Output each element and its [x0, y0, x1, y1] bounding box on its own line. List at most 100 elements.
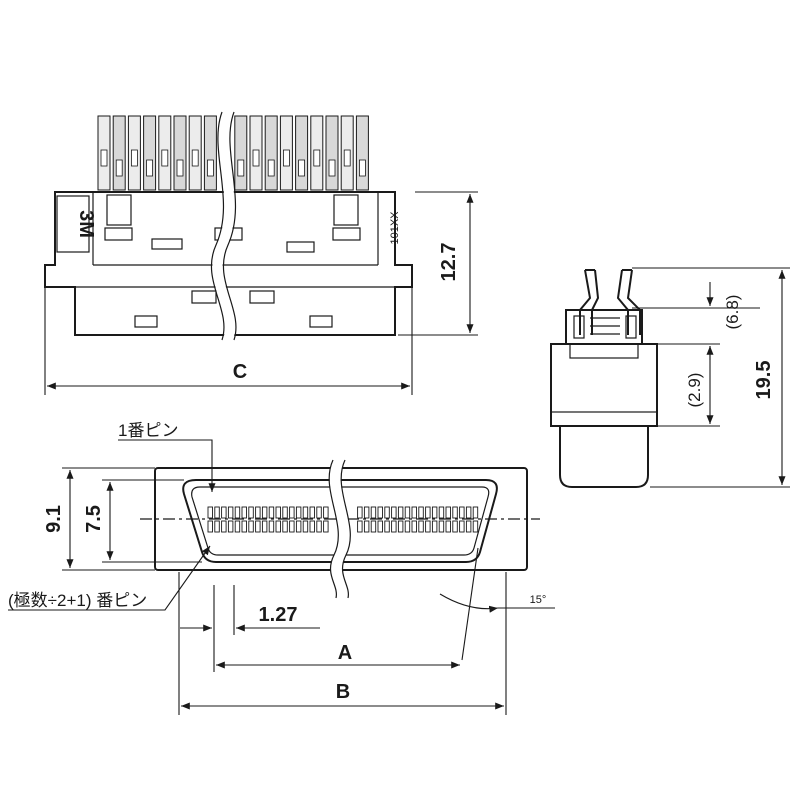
contact-pin — [411, 506, 417, 519]
contact-pin — [309, 506, 315, 519]
contact-pin — [370, 506, 377, 519]
contact-pin — [309, 520, 315, 533]
contact-pin — [425, 506, 431, 519]
contact-comb — [97, 115, 369, 191]
contact-pin — [465, 520, 472, 533]
dim-side-lower: (2.9) — [685, 373, 704, 408]
contact-pin — [282, 506, 288, 519]
contact-pin — [418, 520, 424, 533]
contact-tine — [143, 115, 157, 191]
contact-pin — [241, 506, 247, 519]
contact-pin — [261, 506, 268, 519]
contact-pin — [438, 520, 445, 533]
front-body-outline — [44, 191, 413, 336]
contact-pin — [302, 520, 309, 533]
contact-pin — [255, 520, 261, 533]
contact-tine — [325, 115, 339, 191]
contact-pin — [302, 506, 309, 519]
contact-pin — [459, 506, 465, 519]
contact-pin — [214, 520, 220, 533]
dim-angle: 15° — [530, 594, 547, 606]
contact-pin — [316, 506, 322, 519]
contact-pin — [445, 520, 451, 533]
contact-pin — [275, 520, 281, 533]
contact-pin — [289, 520, 295, 533]
contact-pin — [221, 506, 227, 519]
contact-pin — [384, 506, 390, 519]
contact-pin — [370, 520, 377, 533]
dim-height-front: 12.7 — [438, 243, 460, 282]
contact-pin — [384, 520, 390, 533]
contact-pin — [241, 520, 247, 533]
contact-pin — [323, 506, 329, 519]
contact-tine — [203, 115, 217, 191]
pin-rows — [207, 506, 479, 533]
contact-pin — [418, 506, 424, 519]
contact-pin — [431, 506, 438, 519]
contact-pin — [214, 506, 220, 519]
contact-tine — [173, 115, 187, 191]
logo-3m: 3M — [75, 210, 97, 238]
contact-pin — [459, 520, 465, 533]
pin-one-label: 1番ピン — [118, 421, 178, 440]
dim-height-side-total: 19.5 — [753, 361, 775, 400]
contact-pin — [248, 520, 254, 533]
contact-pin — [445, 506, 451, 519]
contact-pin — [391, 506, 397, 519]
contact-pin — [234, 520, 241, 533]
mating-view: 1番ピン (極数÷2+1) 番ピン 9.1 7.5 1.27 15° A B — [8, 421, 555, 715]
contact-pin — [207, 506, 213, 519]
dim-pitch: 1.27 — [259, 604, 298, 626]
contact-pin — [397, 506, 404, 519]
contact-pin — [363, 520, 370, 533]
contact-pin — [295, 506, 302, 519]
dim-side-upper: (6.8) — [723, 295, 742, 330]
contact-pin — [452, 506, 458, 519]
contact-pin — [255, 506, 261, 519]
contact-pin — [397, 520, 404, 533]
contact-pin — [452, 520, 458, 533]
contact-pin — [465, 506, 472, 519]
front-view: 3M 101XX 12.7 C — [44, 110, 478, 395]
dim-width-b: B — [336, 681, 350, 703]
contact-tine — [355, 115, 369, 191]
contact-pin — [295, 520, 302, 533]
dim-height-inner: 7.5 — [83, 505, 105, 533]
contact-pin — [261, 520, 268, 533]
contact-pin — [472, 506, 479, 519]
side-view: (6.8) (2.9) 19.5 — [550, 267, 790, 488]
contact-tine — [295, 115, 309, 191]
contact-pin — [377, 520, 383, 533]
contact-pin — [289, 506, 295, 519]
contact-pin — [227, 506, 234, 519]
contact-pin — [275, 506, 281, 519]
contact-pin — [282, 520, 288, 533]
contact-pin — [357, 506, 363, 519]
contact-pin — [431, 520, 438, 533]
contact-pin — [248, 506, 254, 519]
contact-pin — [404, 506, 411, 519]
contact-pin — [438, 506, 445, 519]
contact-pin — [323, 520, 329, 533]
dim-height-outer: 9.1 — [43, 505, 65, 533]
contact-pin — [404, 520, 411, 533]
contact-pin — [268, 520, 275, 533]
contact-pin — [268, 506, 275, 519]
contact-pin — [227, 520, 234, 533]
contact-tine — [112, 115, 126, 191]
contact-pin — [425, 520, 431, 533]
contact-pin — [316, 520, 322, 533]
dim-width-c: C — [233, 361, 247, 383]
contact-tine — [234, 115, 248, 191]
part-code: 101XX — [389, 211, 401, 245]
contact-pin — [234, 506, 241, 519]
contact-pin — [411, 520, 417, 533]
contact-tine — [264, 115, 278, 191]
contact-pin — [472, 520, 479, 533]
dim-width-a: A — [338, 642, 352, 664]
contact-pin — [207, 520, 213, 533]
contact-pin — [377, 506, 383, 519]
contact-pin — [363, 506, 370, 519]
